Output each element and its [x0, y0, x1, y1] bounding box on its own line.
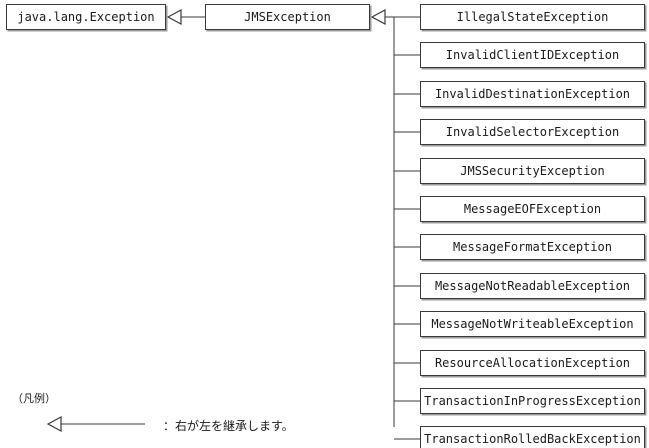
legend-description: ：右が左を継承します。 [163, 419, 294, 433]
class-box-invalidclientidexception[interactable]: InvalidClientIDException [420, 42, 645, 68]
class-box-transactionrolledbackexception[interactable]: TransactionRolledBackException [420, 426, 645, 448]
class-box-messageformatexception[interactable]: MessageFormatException [420, 234, 645, 260]
class-box-label: InvalidDestinationException [434, 87, 631, 101]
class-box-label: java.lang.Exception [17, 10, 155, 24]
class-box-label: ResourceAllocationException [434, 356, 631, 370]
class-box-messagenotwriteableexception[interactable]: MessageNotWriteableException [420, 311, 645, 337]
class-box-label: TransactionRolledBackException [424, 432, 641, 446]
class-box-label: JMSException [244, 10, 331, 24]
class-box-label: MessageEOFException [463, 202, 602, 216]
class-box-messagenotreadableexception[interactable]: MessageNotReadableException [420, 273, 645, 299]
class-box-transactioninprogressexception[interactable]: TransactionInProgressException [420, 388, 645, 414]
class-box-label: TransactionInProgressException [424, 394, 641, 408]
class-box-label: InvalidSelectorException [445, 125, 620, 139]
class-box-messageeofexception[interactable]: MessageEOFException [420, 196, 645, 222]
class-box-label: JMSSecurityException [460, 164, 605, 178]
class-box-label: InvalidClientIDException [445, 48, 620, 62]
class-box-resourceallocationexception[interactable]: ResourceAllocationException [420, 350, 645, 376]
class-box-jmsexception[interactable]: JMSException [205, 4, 370, 30]
class-box-label: MessageNotReadableException [434, 279, 631, 293]
class-box-java-lang-exception[interactable]: java.lang.Exception [6, 4, 166, 30]
class-box-label: MessageFormatException [453, 240, 612, 254]
class-box-illegalstateexception[interactable]: IllegalStateException [420, 4, 645, 30]
class-box-invaliddestinationexception[interactable]: InvalidDestinationException [420, 81, 645, 107]
class-box-jmssecurityexception[interactable]: JMSSecurityException [420, 158, 645, 184]
class-box-invalidselectorexception[interactable]: InvalidSelectorException [420, 119, 645, 145]
class-box-label: MessageNotWriteableException [431, 317, 634, 331]
class-box-label: IllegalStateException [456, 10, 609, 24]
legend-title: （凡例） [12, 392, 56, 405]
